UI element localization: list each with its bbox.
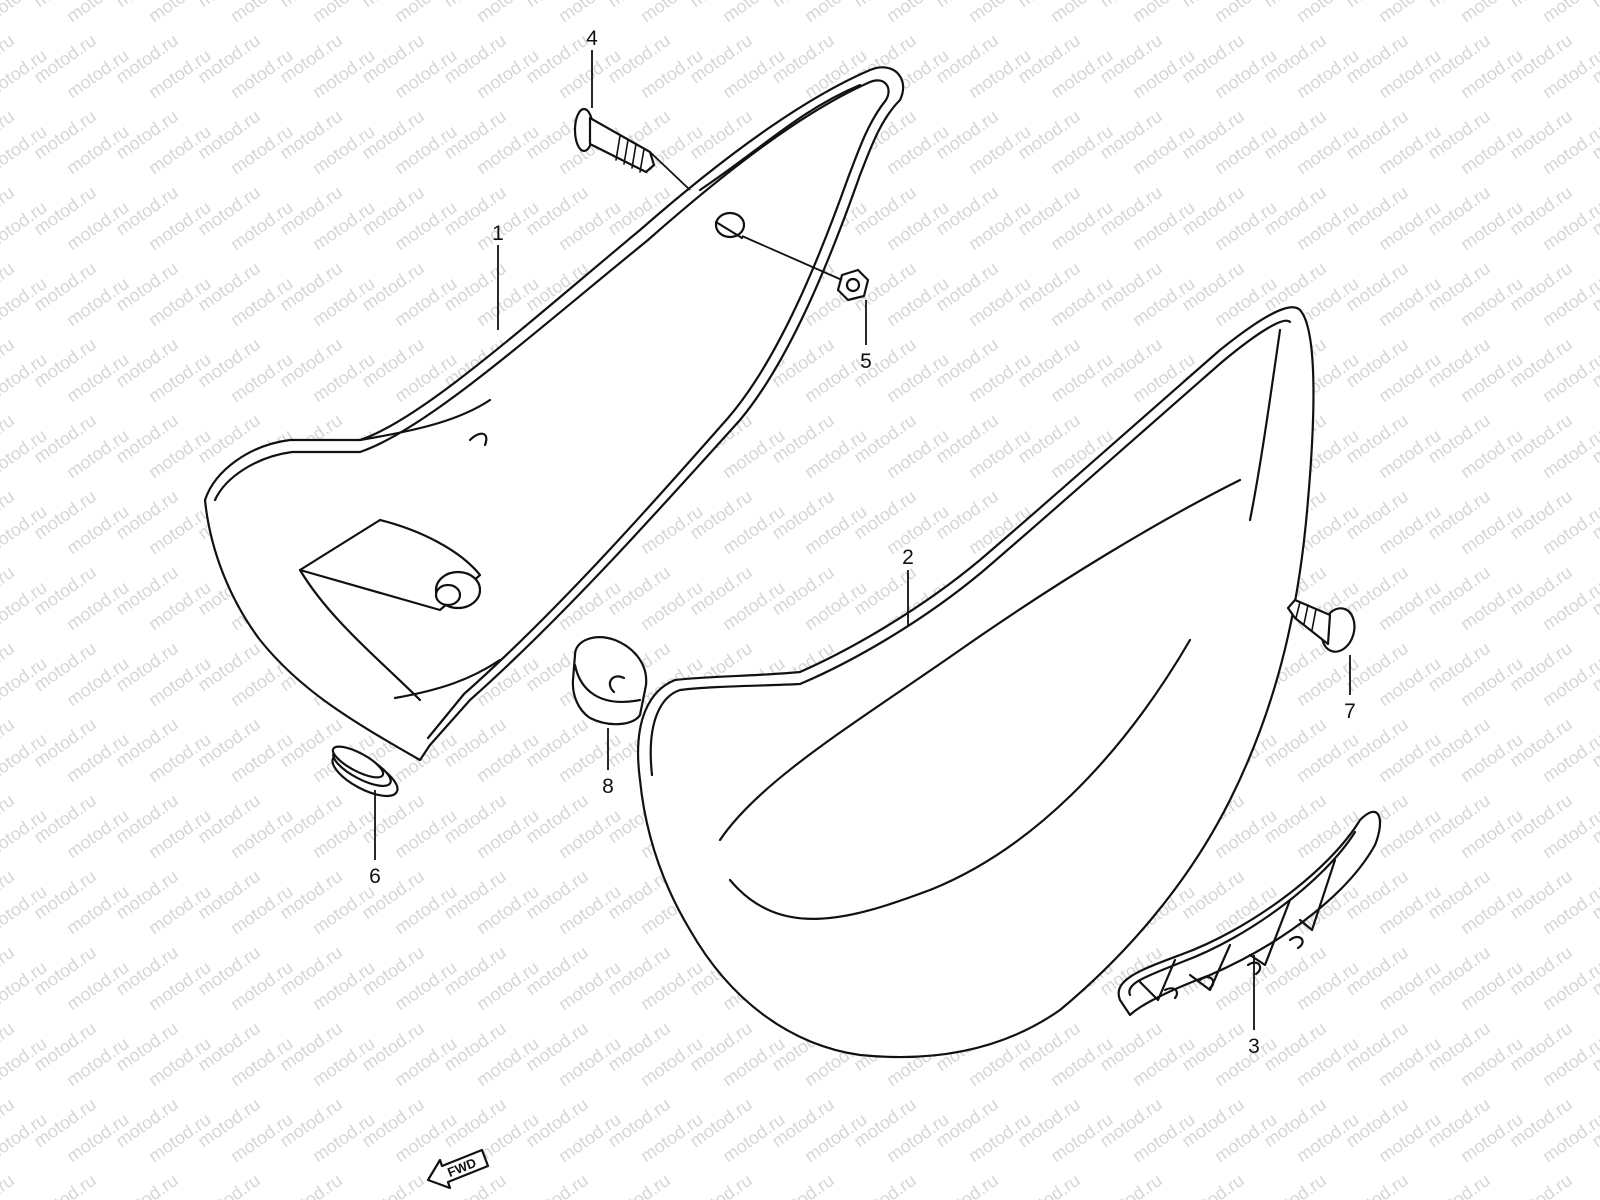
leader-lines [374, 50, 1351, 1030]
grommet [331, 745, 399, 798]
forward-arrow-icon [426, 1148, 490, 1190]
mounting-bolt [573, 107, 656, 174]
watermark-text: motod.ru [1506, 1170, 1576, 1200]
watermark-text: motod.ru [0, 1170, 18, 1200]
watermark-text: motod.ru [1260, 1170, 1330, 1200]
watermark-text: motod.ru [522, 1170, 592, 1200]
watermark-text: motod.ru [686, 1170, 756, 1200]
watermark-text: motod.ru [604, 1170, 674, 1200]
callout-3: 3 [1248, 1035, 1260, 1058]
emblem [1117, 810, 1382, 1017]
callout-6: 6 [369, 865, 381, 888]
callout-1: 1 [492, 222, 504, 245]
watermark-text: motod.ru [850, 1170, 920, 1200]
left-frame-cover [203, 66, 905, 762]
watermark-text: motod.ru [768, 1170, 838, 1200]
callout-5: 5 [860, 350, 872, 373]
watermark-text: motod.ru [1014, 1170, 1084, 1200]
watermark-text: motod.ru [194, 1170, 264, 1200]
callout-labels: 1 2 3 4 5 6 7 8 [369, 27, 1356, 1058]
watermark-text: motod.ru [276, 1170, 346, 1200]
watermark-text: motod.ru [1588, 0, 1600, 11]
forward-direction-badge: FWD [426, 1148, 490, 1190]
right-frame-cover [636, 306, 1315, 1059]
mounting-nut [836, 268, 870, 302]
watermark-text: motod.ru [1424, 1170, 1494, 1200]
callout-7: 7 [1344, 700, 1356, 723]
rubber-cushion [571, 636, 648, 726]
watermark-text: motod.ru [1096, 1170, 1166, 1200]
watermark-text: motod.ru [1588, 1170, 1600, 1200]
watermark-text: motod.ru [1342, 1170, 1412, 1200]
callout-4: 4 [586, 27, 598, 50]
mounting-screw [1286, 598, 1356, 653]
callout-2: 2 [902, 546, 914, 569]
watermark-text: motod.ru [1178, 1170, 1248, 1200]
watermark-text: motod.ru [30, 1170, 100, 1200]
watermark-text: motod.ru [1539, 0, 1600, 26]
callout-8: 8 [602, 775, 614, 798]
watermark-text: motod.ru [358, 1170, 428, 1200]
watermark-text: motod.ru [932, 1170, 1002, 1200]
watermark-text: motod.ru [112, 1170, 182, 1200]
